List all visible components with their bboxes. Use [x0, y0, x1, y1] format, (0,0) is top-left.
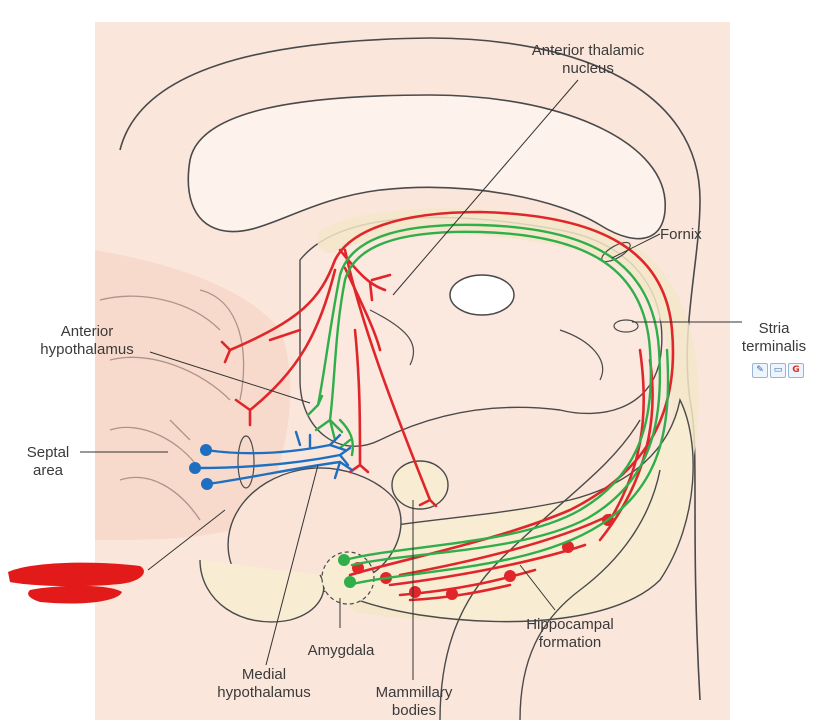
interthalamic-adhesion	[449, 274, 515, 316]
leader-lines	[80, 79, 742, 680]
label-stria-line2: terminalis	[741, 338, 807, 355]
label-mammillary-line2: bodies	[391, 702, 437, 719]
green-pathway-dots	[338, 554, 356, 588]
stria-marker	[613, 319, 639, 333]
green-pathway	[306, 223, 670, 587]
label-medial-hypo-line1: Medial	[241, 666, 287, 683]
pencil-icon[interactable]: ✎	[752, 363, 768, 378]
label-anterior-thalamic-nucleus: Anterior thalamic nucleus	[522, 42, 654, 78]
optic-chiasm	[199, 559, 325, 623]
label-stria-line1: Stria	[758, 320, 790, 337]
label-ant-hypo-line2: hypothalamus	[40, 341, 134, 358]
corpus-callosum-inner	[187, 94, 666, 240]
label-mammillary-bodies: Mammillary bodies	[356, 684, 472, 720]
label-fornix: Fornix	[660, 226, 720, 244]
label-hippocampal-line2: formation	[538, 634, 602, 651]
label-amygdala: Amygdala	[298, 642, 384, 660]
label-hippocampal-formation: Hippocampal formation	[510, 616, 630, 652]
redaction-scribble	[8, 562, 144, 604]
label-medial-hypothalamus: Medial hypothalamus	[200, 666, 328, 702]
google-icon[interactable]: G	[788, 363, 804, 378]
label-medial-hypo-line2: hypothalamus	[217, 684, 311, 701]
blue-pathway-dots	[189, 444, 213, 490]
label-anterior-thalamic-line2: nucleus	[562, 60, 614, 77]
label-septal-line1: Septal	[26, 444, 70, 461]
label-anterior-thalamic-line1: Anterior thalamic	[531, 42, 645, 59]
label-anterior-hypothalamus: Anterior hypothalamus	[22, 323, 152, 359]
label-mammillary-line1: Mammillary	[375, 684, 453, 701]
thalamic-contour	[369, 309, 604, 381]
comment-icon[interactable]: ▭	[770, 363, 786, 378]
label-fornix-text: Fornix	[660, 226, 702, 243]
label-stria-terminalis: Stria terminalis	[728, 320, 820, 356]
label-ant-hypo-line1: Anterior	[60, 323, 114, 340]
blue-pathway	[194, 430, 354, 486]
septal-nucleus-outline	[237, 435, 255, 489]
image-toolbar: ✎ ▭ G	[752, 363, 804, 378]
label-septal-line2: area	[32, 462, 64, 479]
corpus-callosum-outline	[119, 37, 701, 701]
label-septal-area: Septal area	[16, 444, 80, 480]
label-amygdala-text: Amygdala	[307, 642, 375, 659]
mammillary-body	[391, 460, 449, 510]
label-hippocampal-line1: Hippocampal	[526, 616, 614, 633]
